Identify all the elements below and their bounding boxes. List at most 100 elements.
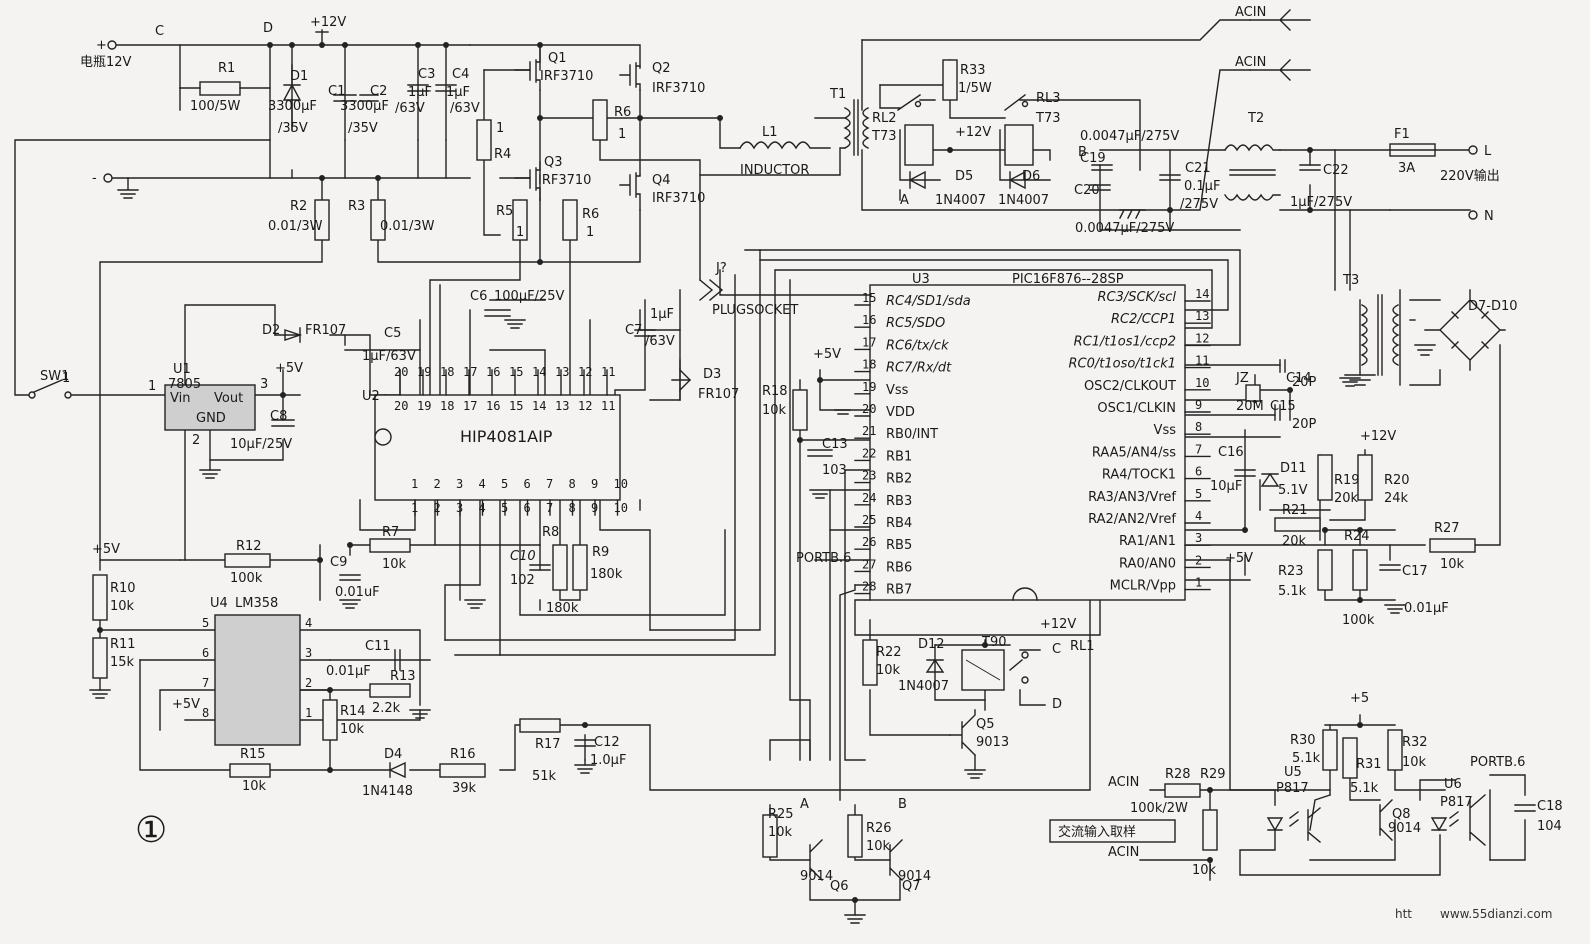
svg-text:RL3: RL3 [1036, 91, 1061, 106]
figure-number: ① [135, 810, 167, 851]
battery-label: 电瓶12V [80, 55, 132, 70]
svg-text:R33: R33 [960, 63, 986, 78]
capacitor-c22: C22 1μF/275V [1290, 163, 1352, 210]
resistor-r21: R21 20k [1274, 503, 1321, 549]
svg-text:D12: D12 [918, 637, 945, 652]
svg-text:R9: R9 [592, 545, 609, 560]
svg-text:+12V: +12V [1360, 429, 1396, 444]
svg-text:C9: C9 [330, 555, 347, 570]
portb6-u3-label: PORTB.6 [796, 551, 851, 566]
resistor-r4: 1 R4 [476, 119, 511, 162]
svg-text:+5V: +5V [92, 542, 120, 557]
svg-text:Q6: Q6 [830, 879, 849, 894]
svg-text:5.1V: 5.1V [1278, 483, 1308, 498]
svg-text:R10: R10 [110, 581, 136, 596]
svg-text:5.1k: 5.1k [1350, 781, 1379, 796]
u3-right-pin-number: 12 [1195, 331, 1209, 345]
resistor-r33: R33 1/5W [942, 59, 992, 101]
svg-text:R8: R8 [542, 525, 559, 540]
v5-r18-label: +5V [813, 347, 841, 362]
u3-right-pin-number: 7 [1195, 442, 1202, 456]
resistor-r5: R5 1 [496, 199, 528, 241]
watermark-left: htt [1395, 907, 1412, 921]
svg-text:R29: R29 [1200, 767, 1226, 782]
svg-text:R24: R24 [1344, 529, 1370, 544]
svg-text:C16: C16 [1218, 445, 1244, 460]
u3-right-pin-number: 13 [1195, 309, 1209, 323]
svg-text:R6: R6 [582, 207, 599, 222]
u4-right-pin-number: 4 [305, 616, 312, 630]
u2-bottom-pin-number: 3 [456, 477, 463, 491]
svg-text:1N4007: 1N4007 [898, 679, 949, 694]
bridge-rectifier: D7-D10 [1414, 289, 1518, 371]
svg-text:1N4007: 1N4007 [935, 193, 986, 208]
v12-top-label: +12V [310, 15, 346, 30]
svg-text:R17: R17 [535, 737, 561, 752]
u3-right-pin-number: 1 [1195, 576, 1202, 590]
u2-bottom-pin-label: 2 [434, 501, 441, 515]
svg-text:C21: C21 [1185, 161, 1211, 176]
svg-text:R14: R14 [340, 704, 366, 719]
u3-left-pin-name: RB7 [886, 583, 912, 598]
svg-text:FR107: FR107 [698, 387, 739, 402]
svg-text:SW1: SW1 [40, 369, 69, 384]
u3-right-pin-number: 11 [1195, 354, 1209, 368]
u3-right-pin-name: MCLR/Vpp [1110, 579, 1176, 594]
resistor-r14: R14 10k [322, 699, 366, 741]
svg-text:R11: R11 [110, 637, 136, 652]
svg-text:U3: U3 [912, 272, 930, 287]
svg-text:R1: R1 [218, 61, 235, 76]
u3-left-pin-name: VDD [886, 405, 915, 420]
svg-text:1μF/275V: 1μF/275V [1290, 195, 1352, 210]
u3-left-pin-number: 28 [862, 580, 876, 594]
svg-text:D1: D1 [290, 69, 308, 84]
u2-top-pin-label: 11 [601, 365, 615, 379]
u3-left-pin-name: RB6 [886, 560, 912, 575]
resistor-r17: R17 51k [519, 718, 561, 784]
u2-top-pin-label: 12 [578, 365, 592, 379]
svg-text:9014: 9014 [800, 869, 833, 884]
diode-d3: D3 FR107 [671, 359, 739, 402]
svg-text:10k: 10k [242, 779, 267, 794]
u2-top-pin-number: 15 [509, 399, 523, 413]
svg-text:C12: C12 [594, 735, 620, 750]
svg-text:Q2: Q2 [652, 61, 671, 76]
svg-text:+12V: +12V [1040, 617, 1076, 632]
u2-bottom-pin-number: 1 [411, 477, 418, 491]
u3-left-pin-name: RB5 [886, 538, 912, 553]
svg-text:C2: C2 [370, 84, 387, 99]
diode-d12: D12 1N4007 [898, 637, 949, 694]
diode-d2: D2 FR107 [262, 323, 346, 343]
u3-left-pin-number: 20 [862, 402, 876, 416]
output-terminals: L 220V输出 N [1440, 144, 1500, 224]
u3-left-pin-name: RB0/INT [886, 427, 938, 442]
diode-d1: D1 3300μF /35V [268, 64, 317, 136]
svg-text:D2: D2 [262, 323, 280, 338]
svg-text:/63V: /63V [450, 101, 480, 116]
u2-top-pin-label: 14 [532, 365, 546, 379]
svg-text:C3: C3 [418, 67, 435, 82]
u2-bottom-pin-number: 6 [524, 477, 531, 491]
svg-text:L1: L1 [762, 125, 778, 140]
u3-left-pin-name: RC4/SD1/sda [886, 294, 971, 309]
u2-top-pin-label: 16 [486, 365, 500, 379]
svg-text:R31: R31 [1356, 757, 1382, 772]
u3-right-pin-name: RC1/t1os1/ccp2 [1074, 334, 1176, 349]
svg-text:15k: 15k [110, 655, 135, 670]
svg-text:C22: C22 [1323, 163, 1349, 178]
capacitor-c9: C9 0.01uF [330, 555, 380, 609]
transformer-t3: T3 [1342, 273, 1400, 386]
svg-text:1μF: 1μF [446, 85, 470, 100]
mosfet-q2: Q2 IRF3710 [619, 61, 705, 96]
svg-text:C11: C11 [365, 639, 391, 654]
u3-left-pin-number: 26 [862, 535, 876, 549]
svg-text:100μF/25V: 100μF/25V [494, 289, 564, 304]
svg-text:U6: U6 [1444, 777, 1462, 792]
u3-left-pin-name: RB4 [886, 516, 912, 531]
resistor-r6b: R6 1 [562, 199, 599, 241]
svg-text:C: C [1052, 642, 1061, 657]
svg-text:24k: 24k [1384, 491, 1409, 506]
u3-left-pin-number: 23 [862, 469, 876, 483]
